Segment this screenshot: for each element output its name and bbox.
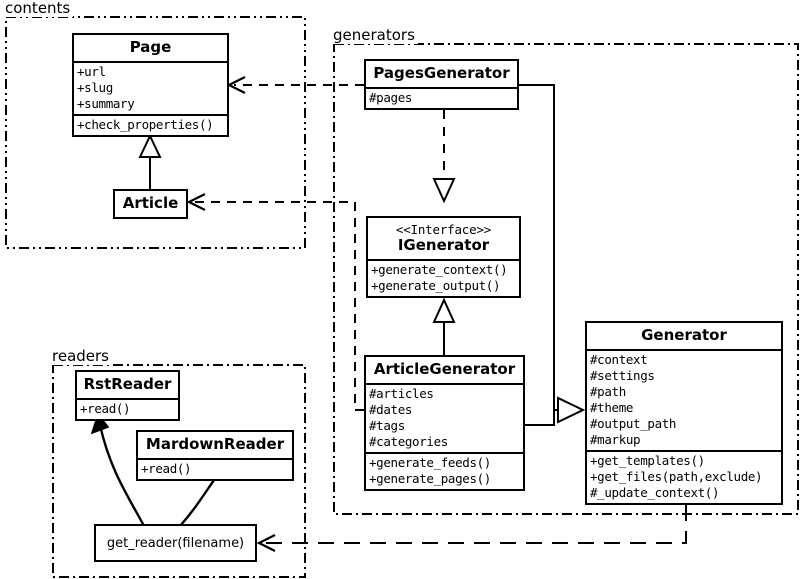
package-label-contents: contents <box>4 0 74 17</box>
attribute-row: +summary <box>77 96 135 111</box>
class-title-rstreader: RstReader <box>83 375 172 393</box>
class-methods-page: +check_properties() <box>74 114 227 135</box>
attribute-row: #output_path <box>590 416 677 431</box>
package-label-readers: readers <box>51 348 112 365</box>
class-methods-mardownreader: +read() <box>138 458 292 479</box>
class-box-articlegenerator[interactable]: ArticleGenerator #articles #dates #tags … <box>364 355 525 491</box>
class-box-article[interactable]: Article <box>113 189 188 219</box>
attribute-row: +url <box>77 64 106 79</box>
class-stereotype-igenerator: <<Interface>> <box>395 222 492 237</box>
class-title-generator: Generator <box>641 326 727 344</box>
connector-articlegenerator-realizes-igenerator <box>432 297 456 355</box>
method-row: +generate_pages() <box>369 471 491 486</box>
class-title-igenerator: <<Interface>> IGenerator <box>368 218 519 259</box>
function-label-get-reader: get_reader(filename) <box>106 535 245 551</box>
class-attributes-pagesgenerator: #pages <box>366 87 517 108</box>
method-row: +get_files(path,exclude) <box>590 469 763 484</box>
package-label-generators: generators <box>332 27 418 44</box>
class-title-page: Page <box>129 38 172 56</box>
method-row: +read() <box>80 401 131 416</box>
attribute-row: #theme <box>590 400 634 415</box>
attribute-row: #markup <box>590 432 641 447</box>
attribute-row: #path <box>590 384 626 399</box>
connector-pagesgenerator-uses-page <box>226 76 364 94</box>
class-methods-igenerator: +generate_context() +generate_output() <box>368 259 519 296</box>
connector-articlegenerator-uses-article <box>186 193 364 411</box>
attribute-row: #articles <box>369 386 434 401</box>
attribute-row: #categories <box>369 434 448 449</box>
method-row: +get_templates() <box>590 453 705 468</box>
attribute-row: +slug <box>77 80 113 95</box>
attribute-row: #settings <box>590 368 655 383</box>
attribute-row: #context <box>590 352 648 367</box>
class-attributes-page: +url +slug +summary <box>74 61 227 114</box>
class-title-article: Article <box>122 194 179 212</box>
class-title-pagesgenerator: PagesGenerator <box>373 64 510 82</box>
connector-articlegenerator-inherits-generator <box>525 396 586 426</box>
method-row: +generate_output() <box>371 278 501 293</box>
connector-article-inherits-page <box>138 133 162 190</box>
attribute-row: #pages <box>369 90 413 105</box>
class-methods-generator: +get_templates() +get_files(path,exclude… <box>587 450 781 503</box>
class-attributes-articlegenerator: #articles #dates #tags #categories <box>366 383 523 452</box>
method-row: +check_properties() <box>77 117 214 132</box>
class-methods-rstreader: +read() <box>77 398 178 419</box>
class-title-mardownreader: MardownReader <box>145 435 285 453</box>
class-box-pagesgenerator[interactable]: PagesGenerator #pages <box>364 59 519 110</box>
class-attributes-generator: #context #settings #path #theme #output_… <box>587 349 781 450</box>
class-box-mardownreader[interactable]: MardownReader +read() <box>136 430 294 481</box>
class-box-page[interactable]: Page +url +slug +summary +check_properti… <box>72 33 229 137</box>
class-name-igenerator: IGenerator <box>397 236 490 254</box>
class-box-rstreader[interactable]: RstReader +read() <box>75 370 180 421</box>
class-title-articlegenerator: ArticleGenerator <box>373 360 516 378</box>
method-row: +read() <box>141 461 192 476</box>
class-box-generator[interactable]: Generator #context #settings #path #them… <box>585 321 783 505</box>
connector-pagesgenerator-realizes-igenerator <box>432 110 456 204</box>
attribute-row: #tags <box>369 418 405 433</box>
function-box-get-reader[interactable]: get_reader(filename) <box>94 524 257 562</box>
method-row: #_update_context() <box>590 485 720 500</box>
class-methods-articlegenerator: +generate_feeds() +generate_pages() <box>366 452 523 489</box>
method-row: +generate_context() <box>371 262 508 277</box>
class-box-igenerator[interactable]: <<Interface>> IGenerator +generate_conte… <box>366 216 521 298</box>
connector-generator-uses-get-reader <box>256 505 687 552</box>
attribute-row: #dates <box>369 402 413 417</box>
method-row: +generate_feeds() <box>369 455 491 470</box>
